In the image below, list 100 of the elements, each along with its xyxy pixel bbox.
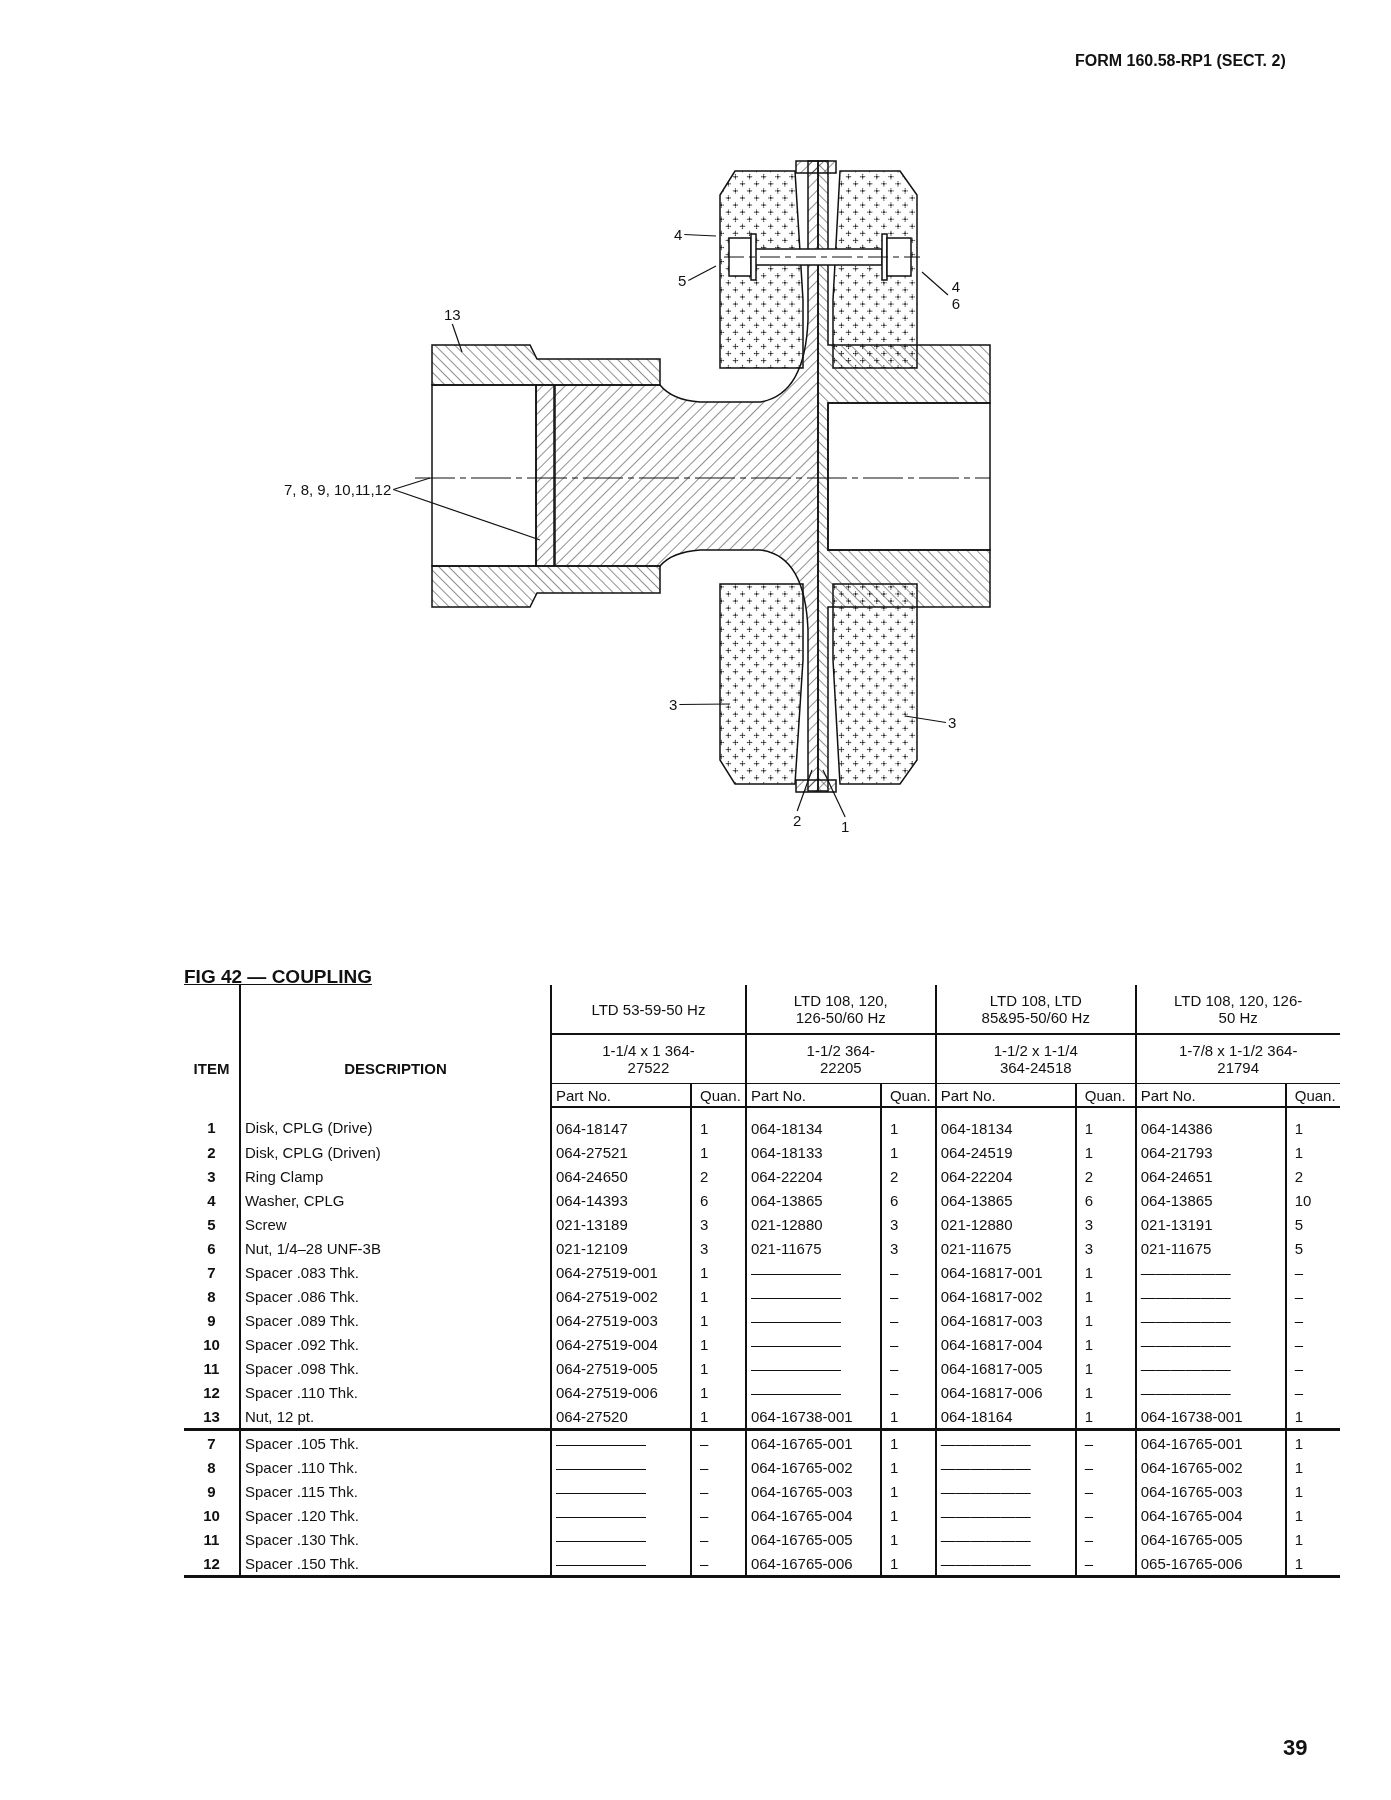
part-number: 021-11675 — [745, 1236, 881, 1260]
part-number: —————— — [551, 1503, 691, 1527]
item-number: 7 — [184, 1429, 240, 1455]
part-number: 064-16817-003 — [935, 1308, 1076, 1332]
quantity: 1 — [691, 1380, 746, 1404]
part-number: 064-16765-004 — [1135, 1503, 1286, 1527]
part-number: —————— — [745, 1380, 881, 1404]
quantity: – — [880, 1284, 936, 1308]
quantity: 1 — [1075, 1107, 1136, 1140]
quantity: – — [880, 1380, 936, 1404]
part-number: 065-16765-006 — [1135, 1551, 1286, 1577]
item-number: 8 — [184, 1455, 240, 1479]
part-number: —————— — [551, 1479, 691, 1503]
quantity: – — [1285, 1308, 1340, 1332]
quantity: – — [1075, 1503, 1136, 1527]
size-header: 1-1/2 x 1-1/4 364-24518 — [935, 1034, 1136, 1084]
quantity: 1 — [1285, 1551, 1340, 1577]
part-number: 064-27519-006 — [551, 1380, 691, 1404]
quantity: – — [1285, 1332, 1340, 1356]
item-number: 12 — [184, 1380, 240, 1404]
quantity: 6 — [880, 1188, 936, 1212]
quantity: – — [1075, 1429, 1136, 1455]
quantity: – — [691, 1455, 746, 1479]
quantity: – — [1285, 1284, 1340, 1308]
callout-number: 3 — [669, 696, 678, 713]
leader-line — [451, 323, 463, 353]
quantity: – — [880, 1308, 936, 1332]
quantity: 1 — [880, 1503, 936, 1527]
part-number: —————— — [745, 1284, 881, 1308]
part-number: —————— — [1135, 1308, 1286, 1332]
quantity: 3 — [1075, 1212, 1136, 1236]
quantity: 1 — [1075, 1332, 1136, 1356]
quantity: 1 — [691, 1332, 746, 1356]
part-number: 064-27519-004 — [551, 1332, 691, 1356]
quantity: 6 — [691, 1188, 746, 1212]
part-description: Spacer .098 Thk. — [240, 1356, 551, 1380]
item-number: 4 — [184, 1188, 240, 1212]
item-number: 7 — [184, 1260, 240, 1284]
part-number: 064-27521 — [551, 1140, 691, 1164]
quantity: 1 — [1285, 1527, 1340, 1551]
part-number: 064-27519-005 — [551, 1356, 691, 1380]
part-number: 064-24651 — [1135, 1164, 1286, 1188]
part-description: Washer, CPLG — [240, 1188, 551, 1212]
quantity: 3 — [691, 1236, 746, 1260]
part-number: 064-27519-003 — [551, 1308, 691, 1332]
part-description: Spacer .092 Thk. — [240, 1332, 551, 1356]
part-description: Spacer .150 Thk. — [240, 1551, 551, 1577]
part-number: 064-16765-001 — [1135, 1429, 1286, 1455]
quantity: – — [880, 1356, 936, 1380]
callout-number: 4 — [674, 226, 683, 243]
part-number: —————— — [1135, 1356, 1286, 1380]
leader-line — [921, 271, 949, 296]
quantity: 1 — [691, 1284, 746, 1308]
quantity: 10 — [1285, 1188, 1340, 1212]
part-description: Disk, CPLG (Driven) — [240, 1140, 551, 1164]
part-number: 064-16738-001 — [745, 1404, 881, 1430]
quantity: – — [691, 1527, 746, 1551]
quantity: 1 — [1075, 1380, 1136, 1404]
part-number: 064-27519-002 — [551, 1284, 691, 1308]
part-description: Ring Clamp — [240, 1164, 551, 1188]
part-number: 064-18134 — [935, 1107, 1076, 1140]
quantity: 6 — [1075, 1188, 1136, 1212]
callout-number: 7, 8, 9, 10,11,12 — [284, 481, 392, 498]
part-number: —————— — [551, 1527, 691, 1551]
quantity: 1 — [691, 1260, 746, 1284]
part-number: —————— — [745, 1356, 881, 1380]
item-number: 9 — [184, 1479, 240, 1503]
quantity: – — [691, 1503, 746, 1527]
quantity: 5 — [1285, 1212, 1340, 1236]
quantity: – — [1285, 1356, 1340, 1380]
item-number: 8 — [184, 1284, 240, 1308]
quantity: – — [1075, 1455, 1136, 1479]
part-number: 064-16765-004 — [745, 1503, 881, 1527]
quantity: 2 — [1075, 1164, 1136, 1188]
part-number: 064-18164 — [935, 1404, 1076, 1430]
quantity: – — [1285, 1380, 1340, 1404]
part-number: 021-12880 — [935, 1212, 1076, 1236]
quantity: – — [1075, 1479, 1136, 1503]
part-number: 064-16765-005 — [745, 1527, 881, 1551]
item-number: 11 — [184, 1356, 240, 1380]
quantity: 1 — [880, 1107, 936, 1140]
leader-line — [822, 769, 846, 818]
quantity: 1 — [691, 1107, 746, 1140]
column-header: Part No. — [935, 1083, 1076, 1107]
quantity: 2 — [1285, 1164, 1340, 1188]
quantity: 1 — [1285, 1140, 1340, 1164]
part-number: 064-27519-001 — [551, 1260, 691, 1284]
quantity: 3 — [880, 1236, 936, 1260]
item-number: 3 — [184, 1164, 240, 1188]
quantity: – — [1285, 1260, 1340, 1284]
callout-number: 2 — [793, 812, 802, 829]
leader-line — [678, 703, 731, 706]
model-header: LTD 53-59-50 Hz — [551, 985, 746, 1034]
callout-number: 13 — [444, 306, 461, 323]
quantity: – — [880, 1260, 936, 1284]
quantity: 1 — [1285, 1404, 1340, 1430]
part-number: 064-18134 — [745, 1107, 881, 1140]
part-description: Spacer .115 Thk. — [240, 1479, 551, 1503]
part-number: 064-13865 — [745, 1188, 881, 1212]
part-number: 064-16738-001 — [1135, 1404, 1286, 1430]
